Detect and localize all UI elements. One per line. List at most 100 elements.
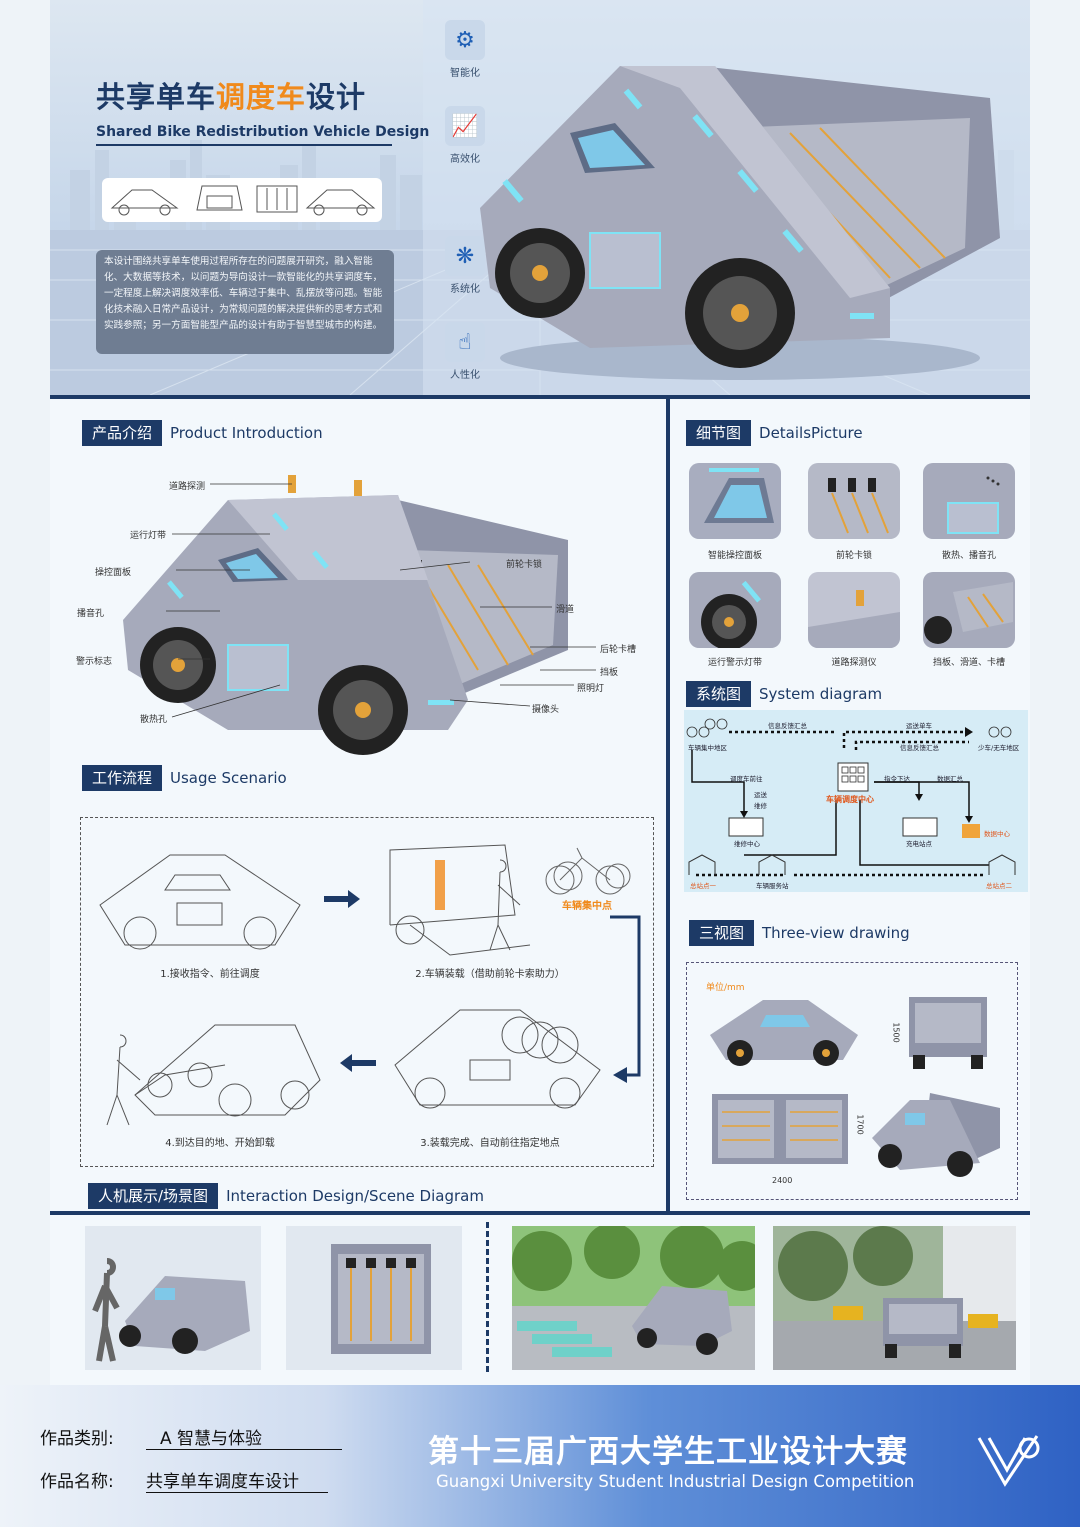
sys-feedback-2: 信息反馈汇总 <box>900 744 939 752</box>
feature-intelligent: ⚙ 智能化 <box>443 20 487 79</box>
usage-arrow-left <box>340 1054 376 1072</box>
sys-data-center: 数据中心 <box>984 830 1010 838</box>
bike-cluster-sketch <box>545 847 631 895</box>
label-road-detector: 道路探测 <box>169 482 206 492</box>
usage-header: 工作流程 Usage Scenario <box>82 765 287 791</box>
label-warning-sign: 警示标志 <box>76 657 113 667</box>
usage-connector-down <box>610 915 641 1083</box>
usage-frame <box>80 817 654 1167</box>
competition-title-cn: 第十三届广西大学生工业设计大赛 <box>428 1434 908 1470</box>
detail-control-panel <box>689 463 781 539</box>
sys-service-station: 车辆服务站 <box>756 882 789 890</box>
sys-repair-center: 维修中心 <box>734 840 760 848</box>
label-headlight: 照明灯 <box>577 684 605 694</box>
detail-caption-2: 前轮卡锁 <box>835 551 872 561</box>
detail-vent-speaker <box>923 463 1015 539</box>
product-intro-callouts <box>166 483 596 718</box>
three-view-frame <box>686 962 1018 1200</box>
competition-logo <box>977 1435 1040 1487</box>
three-view-header: 三视图 Three-view drawing <box>689 920 910 946</box>
scene-row-divider <box>486 1222 489 1372</box>
system-flow-lines <box>686 718 1016 877</box>
detail-caption-3: 散热、播音孔 <box>941 551 996 561</box>
sys-station-1: 总站点一 <box>690 882 716 890</box>
footer-category-value: A 智慧与体验 <box>146 1424 342 1450</box>
system-header: 系统图 System diagram <box>686 681 882 707</box>
divider-top <box>50 395 1030 399</box>
scene-cargo-bed-top <box>286 1226 462 1370</box>
sys-charge-station: 充电站点 <box>906 840 932 848</box>
label-slideway: 滑道 <box>556 605 575 615</box>
growth-chart-icon: 📈 <box>445 106 485 146</box>
usage-step1-caption: 1.接收指令、前往调度 <box>160 969 260 980</box>
footer <box>0 1385 1080 1527</box>
vehicle-sketch-views <box>110 185 376 216</box>
sys-gather-area: 车辆集中地区 <box>688 744 727 752</box>
network-icon: ❋ <box>445 236 485 276</box>
divider-vertical <box>666 399 670 1211</box>
hero-title: 共享单车调度车设计 <box>96 80 367 114</box>
three-view-side <box>710 1000 858 1066</box>
usage-step2-caption: 2.车辆装载（借助前轮卡索助力） <box>415 969 565 980</box>
sys-data-summary: 数据汇总 <box>937 775 963 783</box>
label-control-panel: 操控面板 <box>95 568 132 578</box>
detail-road-detector <box>808 572 900 648</box>
three-view-top <box>712 1094 848 1164</box>
hero-subtitle-underline <box>96 144 392 146</box>
detail-caption-5: 道路探测仪 <box>831 658 877 668</box>
divider-bottom <box>50 1211 1030 1215</box>
detail-caption-6: 挡板、滑道、卡槽 <box>932 658 1005 668</box>
label-camera: 摄像头 <box>532 705 560 715</box>
scene-human-scale <box>85 1226 261 1370</box>
line-drawing-strip <box>102 178 382 222</box>
label-rear-wheel-slot: 后轮卡槽 <box>600 645 637 655</box>
footer-category-label: 作品类别: <box>40 1429 114 1449</box>
label-speaker-hole: 播音孔 <box>77 609 105 619</box>
label-vent-hole: 散热孔 <box>140 715 168 725</box>
label-baffle: 挡板 <box>600 668 619 678</box>
details-header: 细节图 DetailsPicture <box>686 420 863 446</box>
label-front-wheel-lock: 前轮卡锁 <box>506 560 543 570</box>
dim-length: 2400 <box>772 1176 793 1185</box>
competition-title-en: Guangxi University Student Industrial De… <box>436 1472 915 1491</box>
three-view-perspective <box>872 1093 1000 1177</box>
sys-transport: 运送单车 <box>906 722 932 730</box>
gear-brain-icon: ⚙ <box>445 20 485 60</box>
three-view-unit: 单位/mm <box>706 983 745 993</box>
scene-bike-parking <box>512 1226 755 1370</box>
sys-deliver: 运送 <box>754 791 767 799</box>
hero-vehicle-render <box>480 66 1000 380</box>
usage-arrow-right <box>324 890 360 908</box>
three-view-rear <box>909 997 987 1069</box>
dim-width: 1700 <box>855 1114 865 1135</box>
sys-station-2: 总站点二 <box>986 882 1012 890</box>
detail-baffle-slide-slot <box>923 572 1015 648</box>
product-intro-vehicle <box>123 475 568 755</box>
usage-step3-caption: 3.装载完成、自动前往指定地点 <box>420 1138 560 1149</box>
detail-front-wheel-lock <box>808 463 900 539</box>
hand-touch-icon: ☝ <box>445 322 485 362</box>
product-intro-header: 产品介绍 Product Introduction <box>82 420 323 446</box>
system-diagram: 车辆集中地区 信息反馈汇总 运送单车 少车/无车地区 信息反馈汇总 调度车前往 … <box>684 710 1028 892</box>
feature-humanized: ☝ 人性化 <box>443 322 487 381</box>
usage-step4-caption: 4.到达目的地、开始卸载 <box>165 1138 275 1149</box>
scene-campus-street <box>773 1226 1016 1370</box>
feature-efficient: 📈 高效化 <box>443 106 487 165</box>
label-light-strip: 运行灯带 <box>130 531 167 541</box>
sys-few-bikes-area: 少车/无车地区 <box>978 744 1020 752</box>
footer-name-value: 共享单车调度车设计 <box>146 1467 328 1493</box>
detail-warning-light <box>689 572 781 648</box>
usage-step2-sketch <box>389 844 531 956</box>
gather-point-label: 车辆集中点 <box>562 901 612 912</box>
footer-name-label: 作品名称: <box>40 1472 114 1492</box>
dim-height: 1500 <box>891 1022 901 1043</box>
detail-caption-1: 智能操控面板 <box>707 551 762 561</box>
sys-dispatch-front: 调度车前往 <box>730 775 763 783</box>
usage-step1-sketch <box>99 854 301 950</box>
usage-step3-sketch <box>394 1009 601 1109</box>
detail-caption-4: 运行警示灯带 <box>707 658 762 668</box>
hero-subtitle: Shared Bike Redistribution Vehicle Desig… <box>96 124 430 140</box>
sys-dispatch-center: 车辆调度中心 <box>826 795 874 804</box>
sys-feedback-1: 信息反馈汇总 <box>768 722 807 730</box>
feature-systematic: ❋ 系统化 <box>443 236 487 295</box>
